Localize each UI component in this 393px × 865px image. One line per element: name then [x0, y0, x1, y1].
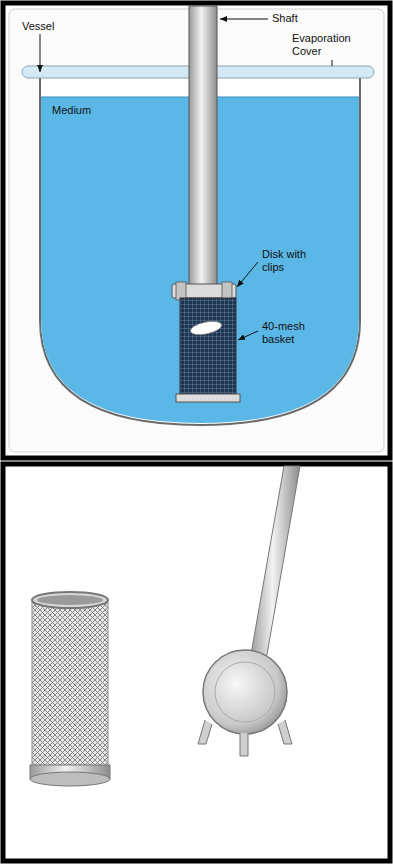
vessel-label: Vessel	[22, 20, 82, 33]
disk-label: Disk with clips	[262, 248, 324, 274]
basket-label: 40-mesh basket	[262, 320, 324, 346]
shaft-label: Shaft	[272, 12, 332, 25]
cover-label: Evaporation Cover	[292, 32, 372, 58]
medium-label: Medium	[52, 104, 122, 117]
